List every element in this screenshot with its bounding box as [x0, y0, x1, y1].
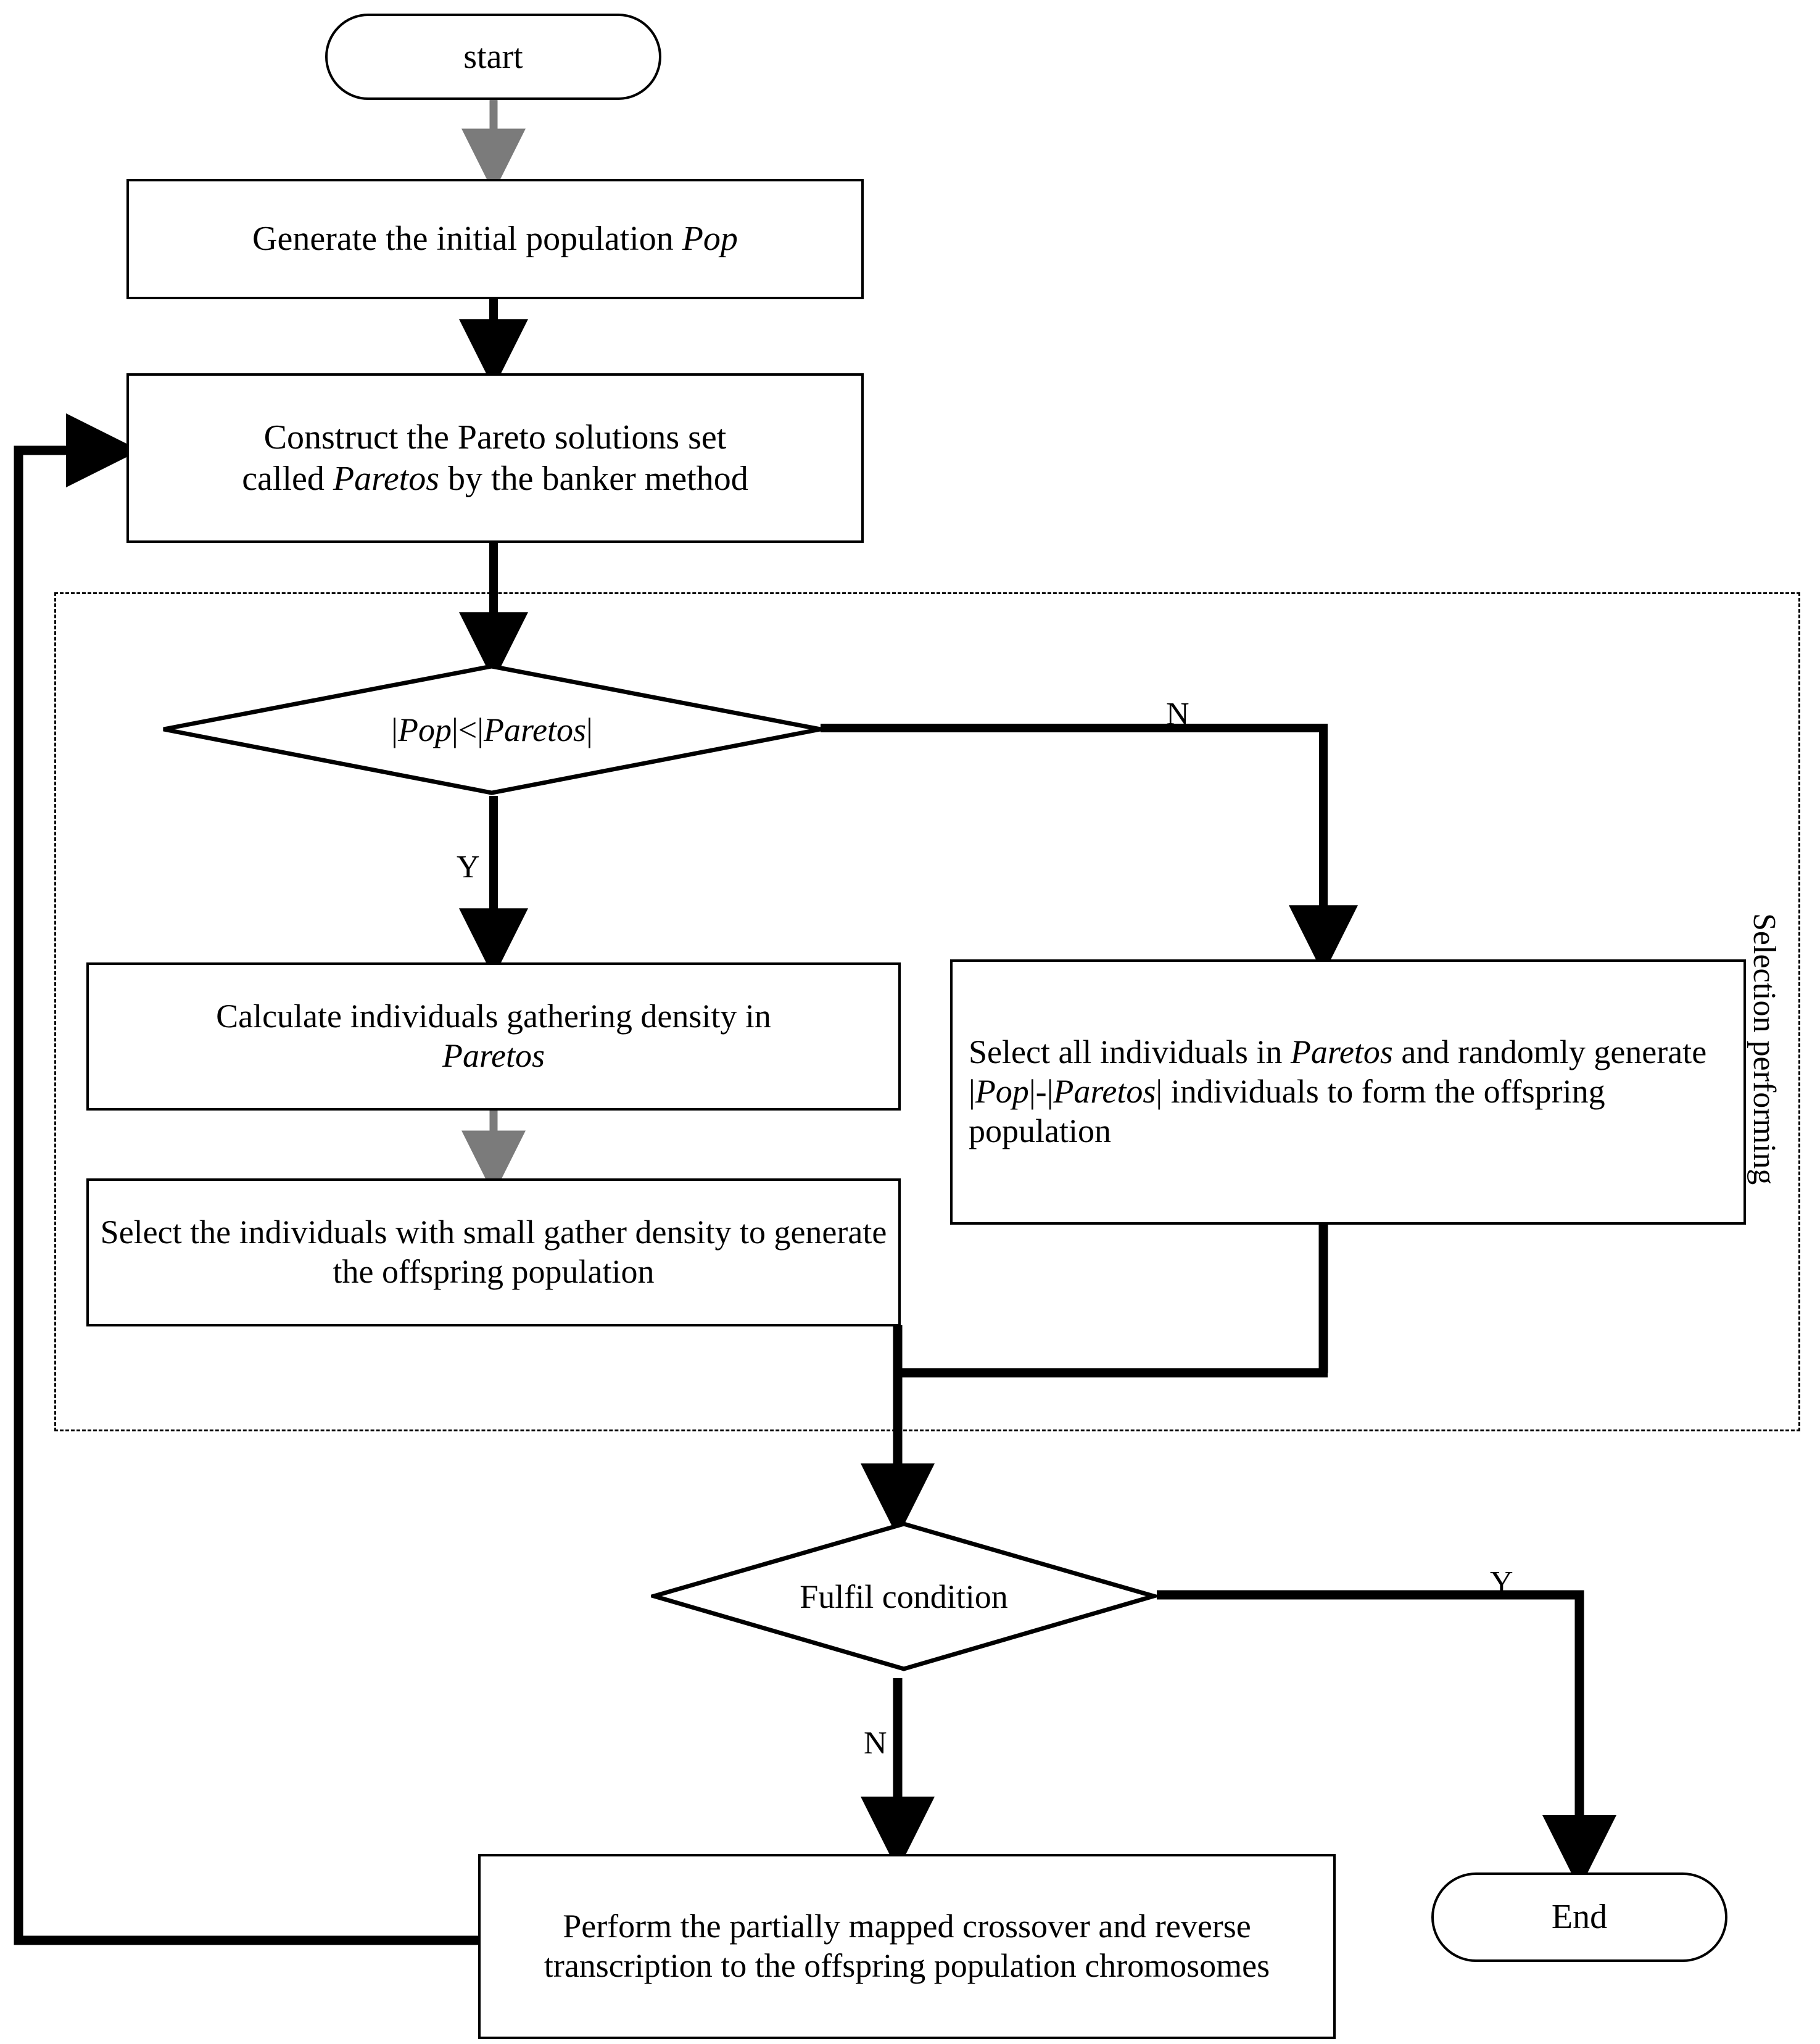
compare-sizes-shape — [163, 664, 821, 795]
node-end[interactable]: End — [1431, 1872, 1727, 1962]
node-construct-pareto[interactable]: Construct the Pareto solutions set calle… — [126, 373, 864, 543]
select-all-paretos1: Paretos — [1290, 1033, 1393, 1071]
select-all-b: and randomly generate | — [969, 1033, 1707, 1111]
node-fulfil-condition[interactable]: Fulfil condition — [651, 1521, 1157, 1672]
select-all-pop: Pop — [975, 1073, 1029, 1111]
node-calculate-density[interactable]: Calculate individuals gathering density … — [86, 962, 901, 1111]
node-start[interactable]: start — [325, 14, 661, 100]
construct-line2-italic: Paretos — [333, 459, 440, 498]
edge-label-compare-yes: Y — [457, 850, 480, 885]
edge-label-fulfil-yes: Y — [1490, 1565, 1513, 1600]
edge-label-compare-no: N — [1166, 697, 1189, 732]
select-all-d: | individuals to form the offspring popu… — [969, 1073, 1605, 1149]
selection-performing-group — [54, 592, 1800, 1431]
edge-fulfil-yes-to-end — [1157, 1590, 1616, 1890]
node-select-all-individuals-label: Select all individuals in Paretos and ra… — [953, 1033, 1743, 1151]
selection-performing-label: Selection performing — [1747, 913, 1782, 1185]
select-all-a: Select all individuals in — [969, 1033, 1291, 1071]
fulfil-condition-shape — [651, 1521, 1157, 1671]
node-fulfil-condition-label: Fulfil condition — [800, 1578, 1008, 1615]
compare-post: | — [586, 711, 593, 748]
construct-line2-post: by the banker method — [439, 459, 748, 498]
node-construct-pareto-label: Construct the Pareto solutions set calle… — [233, 417, 757, 499]
calculate-line1: Calculate individuals gathering density … — [216, 998, 771, 1035]
node-generate-population-label: Generate the initial population Pop — [244, 218, 747, 259]
compare-paretos: Paretos — [484, 711, 587, 748]
node-compare-sizes[interactable]: |Pop|<|Paretos| — [160, 663, 824, 796]
generate-population-text: Generate the initial population — [252, 220, 682, 259]
construct-line1: Construct the Pareto solutions set — [263, 418, 727, 457]
generate-population-italic: Pop — [682, 220, 738, 259]
edge-label-fulfil-no: N — [864, 1726, 887, 1761]
construct-line2-pre: called — [242, 459, 333, 498]
node-select-small-density[interactable]: Select the individuals with small gather… — [86, 1178, 901, 1326]
compare-pre: | — [391, 711, 398, 748]
node-start-label: start — [463, 37, 523, 76]
node-end-label: End — [1551, 1898, 1608, 1937]
node-select-all-individuals[interactable]: Select all individuals in Paretos and ra… — [950, 959, 1746, 1225]
node-generate-population[interactable]: Generate the initial population Pop — [126, 179, 864, 299]
node-compare-sizes-label: |Pop|<|Paretos| — [160, 663, 824, 796]
compare-mid: |<| — [451, 711, 484, 748]
compare-pop: Pop — [397, 711, 452, 748]
node-crossover-label: Perform the partially mapped crossover a… — [544, 1908, 1270, 1984]
node-crossover[interactable]: Perform the partially mapped crossover a… — [478, 1854, 1336, 2039]
select-all-paretos2: Paretos — [1053, 1073, 1156, 1111]
select-all-c: |-| — [1028, 1073, 1054, 1111]
calculate-line2-italic: Paretos — [442, 1037, 545, 1074]
node-select-small-density-label: Select the individuals with small gather… — [100, 1214, 887, 1290]
node-calculate-density-label: Calculate individuals gathering density … — [207, 997, 780, 1075]
